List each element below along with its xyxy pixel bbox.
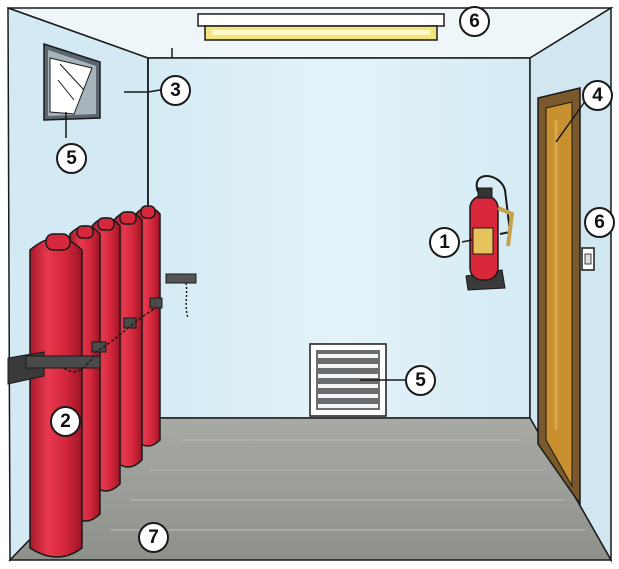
callout-1: 1 <box>429 227 460 258</box>
ceiling-light-fixture <box>198 14 444 40</box>
callout-7: 7 <box>138 522 169 553</box>
callout-4: 4 <box>582 80 613 111</box>
cylinder-1 <box>30 238 82 557</box>
door <box>538 88 580 504</box>
callout-5-window: 5 <box>56 143 87 174</box>
callout-6-light: 6 <box>459 6 490 37</box>
callout-6-switch: 6 <box>584 207 615 238</box>
callout-5-vent: 5 <box>405 365 436 396</box>
callout-3: 3 <box>160 75 191 106</box>
light-switch <box>582 248 594 270</box>
callout-2: 2 <box>50 406 81 437</box>
